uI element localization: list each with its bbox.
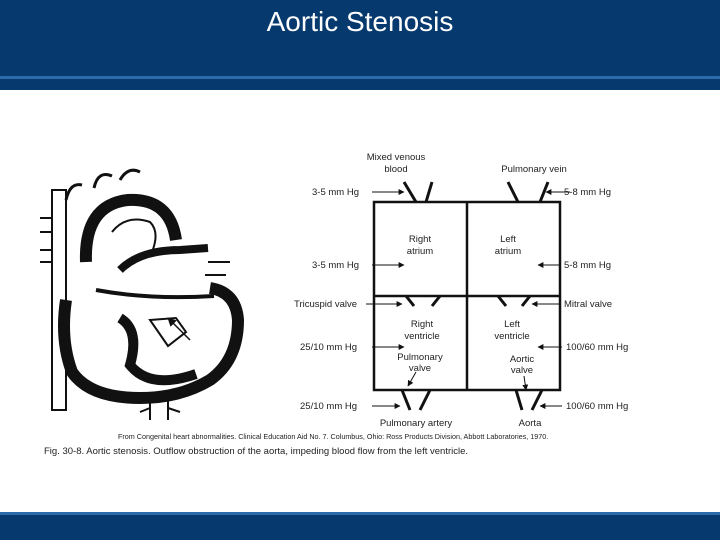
label-pulmonary-valve-2: valve — [409, 363, 431, 374]
label-aortic-valve-1: Aortic — [510, 354, 535, 365]
slide-footer — [0, 512, 720, 540]
figure-caption: Fig. 30-8. Aortic stenosis. Outflow obst… — [44, 446, 468, 457]
label-pressure-aorta: 100/60 mm Hg — [566, 401, 628, 412]
label-pressure-top-left: 3-5 mm Hg — [312, 187, 359, 198]
header-divider — [0, 76, 720, 79]
pulmonic-leaflets — [400, 389, 432, 411]
label-right-ventricle-1: Right — [411, 319, 434, 330]
aortic-leaflets — [514, 389, 544, 411]
label-left-ventricle-2: ventricle — [494, 331, 529, 342]
mitral-leaflets — [496, 295, 532, 307]
venous-inlet — [402, 181, 434, 203]
footer-divider — [0, 512, 720, 515]
label-pressure-pa: 25/10 mm Hg — [300, 401, 357, 412]
slide-header — [0, 0, 720, 90]
label-aortic-valve-2: valve — [511, 365, 533, 376]
label-pulmonary-valve-1: Pulmonary — [397, 352, 443, 363]
flow-schematic — [366, 181, 570, 411]
figure-citation: From Congenital heart abnormalities. Cli… — [118, 432, 548, 441]
label-pulmonary-vein: Pulmonary vein — [501, 164, 566, 175]
label-pressure-rv: 25/10 mm Hg — [300, 342, 357, 353]
slide-title: Aortic Stenosis — [266, 6, 454, 37]
arrow-pulm-valve — [407, 371, 417, 387]
schematic-labels: Mixed venous blood Pulmonary vein 3-5 mm… — [294, 152, 628, 429]
label-mixed-venous-1: Mixed venous — [367, 152, 426, 163]
label-right-atrium-1: Right — [409, 234, 432, 245]
label-pressure-lv: 100/60 mm Hg — [566, 342, 628, 353]
label-aorta: Aorta — [519, 418, 542, 429]
tricuspid-leaflets — [404, 295, 442, 307]
label-mixed-venous-2: blood — [384, 164, 407, 175]
label-pulmonary-artery: Pulmonary artery — [380, 418, 453, 429]
label-pressure-top-right: 5-8 mm Hg — [564, 187, 611, 198]
label-left-ventricle-1: Left — [504, 319, 520, 330]
label-pressure-ra: 3-5 mm Hg — [312, 260, 359, 271]
label-tricuspid-valve: Tricuspid valve — [294, 299, 357, 310]
label-left-atrium-1: Left — [500, 234, 516, 245]
heart-illustration — [40, 168, 245, 420]
label-left-atrium-2: atrium — [495, 246, 521, 257]
label-mitral-valve: Mitral valve — [564, 299, 612, 310]
label-pressure-la: 5-8 mm Hg — [564, 260, 611, 271]
pulm-vein-inlet — [506, 181, 550, 203]
label-right-ventricle-2: ventricle — [404, 331, 439, 342]
arrow-aortic-valve — [522, 375, 529, 391]
label-right-atrium-2: atrium — [407, 246, 433, 257]
